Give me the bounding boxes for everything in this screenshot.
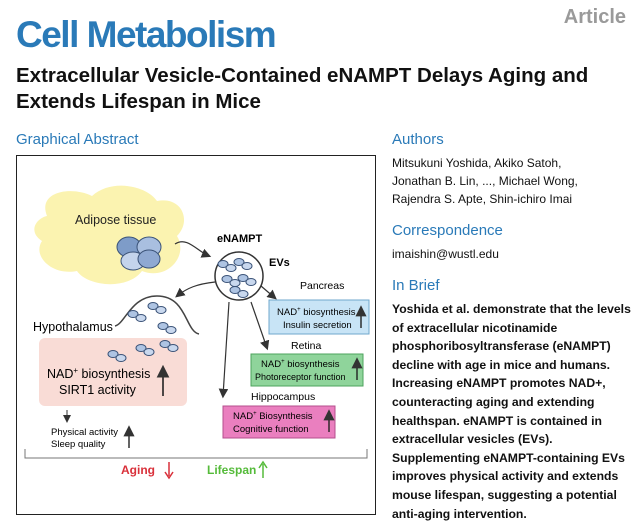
retina-label: Retina <box>291 340 322 352</box>
graphical-abstract-figure: Adipose tissue eNAMPT EVs Pancreas NAD+ … <box>16 155 376 515</box>
in-brief-line: anti-aging intervention. <box>392 506 527 521</box>
pancreas-box <box>268 299 370 335</box>
authors-line: Jonathan B. Lin, ..., Michael Wong, <box>392 174 578 188</box>
authors-list: Mitsukuni Yoshida, Akiko Satoh, Jonathan… <box>392 154 632 208</box>
in-brief-line: mouse lifespan, suggesting a potential <box>392 487 617 502</box>
hypothalamus-label: Hypothalamus <box>33 320 113 334</box>
svg-text:NAD+ Biosynthesis: NAD+ Biosynthesis <box>233 411 313 422</box>
aging-label: Aging <box>121 463 155 477</box>
lifespan-label: Lifespan <box>207 463 256 477</box>
svg-text:NAD+ biosynthesis: NAD+ biosynthesis <box>261 359 340 370</box>
pancreas-label: Pancreas <box>300 280 344 292</box>
adipose-label: Adipose tissue <box>75 213 156 227</box>
in-brief-line: decline with age in mice and humans. <box>392 357 611 372</box>
adipose-tissue-blob <box>34 185 185 285</box>
side-panel: Authors Mitsukuni Yoshida, Akiko Satoh, … <box>392 131 632 523</box>
in-brief-line: phosphoribosyltransferase (eNAMPT) <box>392 339 611 354</box>
article-title: Extracellular Vesicle-Contained eNAMPT D… <box>16 64 589 113</box>
in-brief-line: healthspan. eNAMPT is contained in <box>392 413 602 428</box>
svg-text:Cognitive function: Cognitive function <box>233 424 309 435</box>
hippocampus-label: Hippocampus <box>251 391 315 403</box>
in-brief-line: Supplementing eNAMPT-containing EVs <box>392 450 625 465</box>
authors-heading: Authors <box>392 131 444 148</box>
in-brief-heading: In Brief <box>392 277 440 294</box>
article-type-label: Article <box>563 6 626 28</box>
authors-line: Mitsukuni Yoshida, Akiko Satoh, <box>392 156 562 170</box>
enampt-label: eNAMPT <box>217 233 263 245</box>
svg-text:NAD+ biosynthesis: NAD+ biosynthesis <box>47 366 150 381</box>
in-brief-line: extracellular vesicles (EVs). <box>392 432 553 447</box>
authors-line: Rajendra S. Apte, Shin-ichiro Imai <box>392 192 573 206</box>
svg-text:SIRT1 activity: SIRT1 activity <box>59 383 137 397</box>
journal-name: Cell Metabolism <box>16 14 277 55</box>
in-brief-line: of extracellular nicotinamide <box>392 320 558 335</box>
outcome-sleep-quality: Sleep quality <box>51 439 106 450</box>
hippocampus-box <box>222 405 336 439</box>
evs-label: EVs <box>269 257 290 269</box>
graphical-abstract-heading: Graphical Abstract <box>16 131 139 148</box>
outcome-physical-activity: Physical activity <box>51 427 118 438</box>
retina-box <box>250 353 364 387</box>
in-brief-line: counteracting aging and extending <box>392 394 595 409</box>
correspondence-heading: Correspondence <box>392 222 503 239</box>
in-brief-line: Yoshida et al. demonstrate that the leve… <box>392 302 631 316</box>
in-brief-line: Increasing eNAMPT promotes NAD+, <box>392 376 606 391</box>
correspondence-email[interactable]: imaishin@wustl.edu <box>392 247 499 261</box>
hypothalamus-outline <box>114 295 200 335</box>
in-brief-text: Yoshida et al. demonstrate that the leve… <box>392 300 632 523</box>
svg-text:NAD+ biosynthesis: NAD+ biosynthesis <box>277 307 356 318</box>
in-brief-line: improves physical activity and extends <box>392 469 619 484</box>
svg-text:Insulin secretion: Insulin secretion <box>283 320 352 331</box>
adipocyte-icon <box>116 236 162 271</box>
svg-text:Photoreceptor function: Photoreceptor function <box>255 372 346 382</box>
